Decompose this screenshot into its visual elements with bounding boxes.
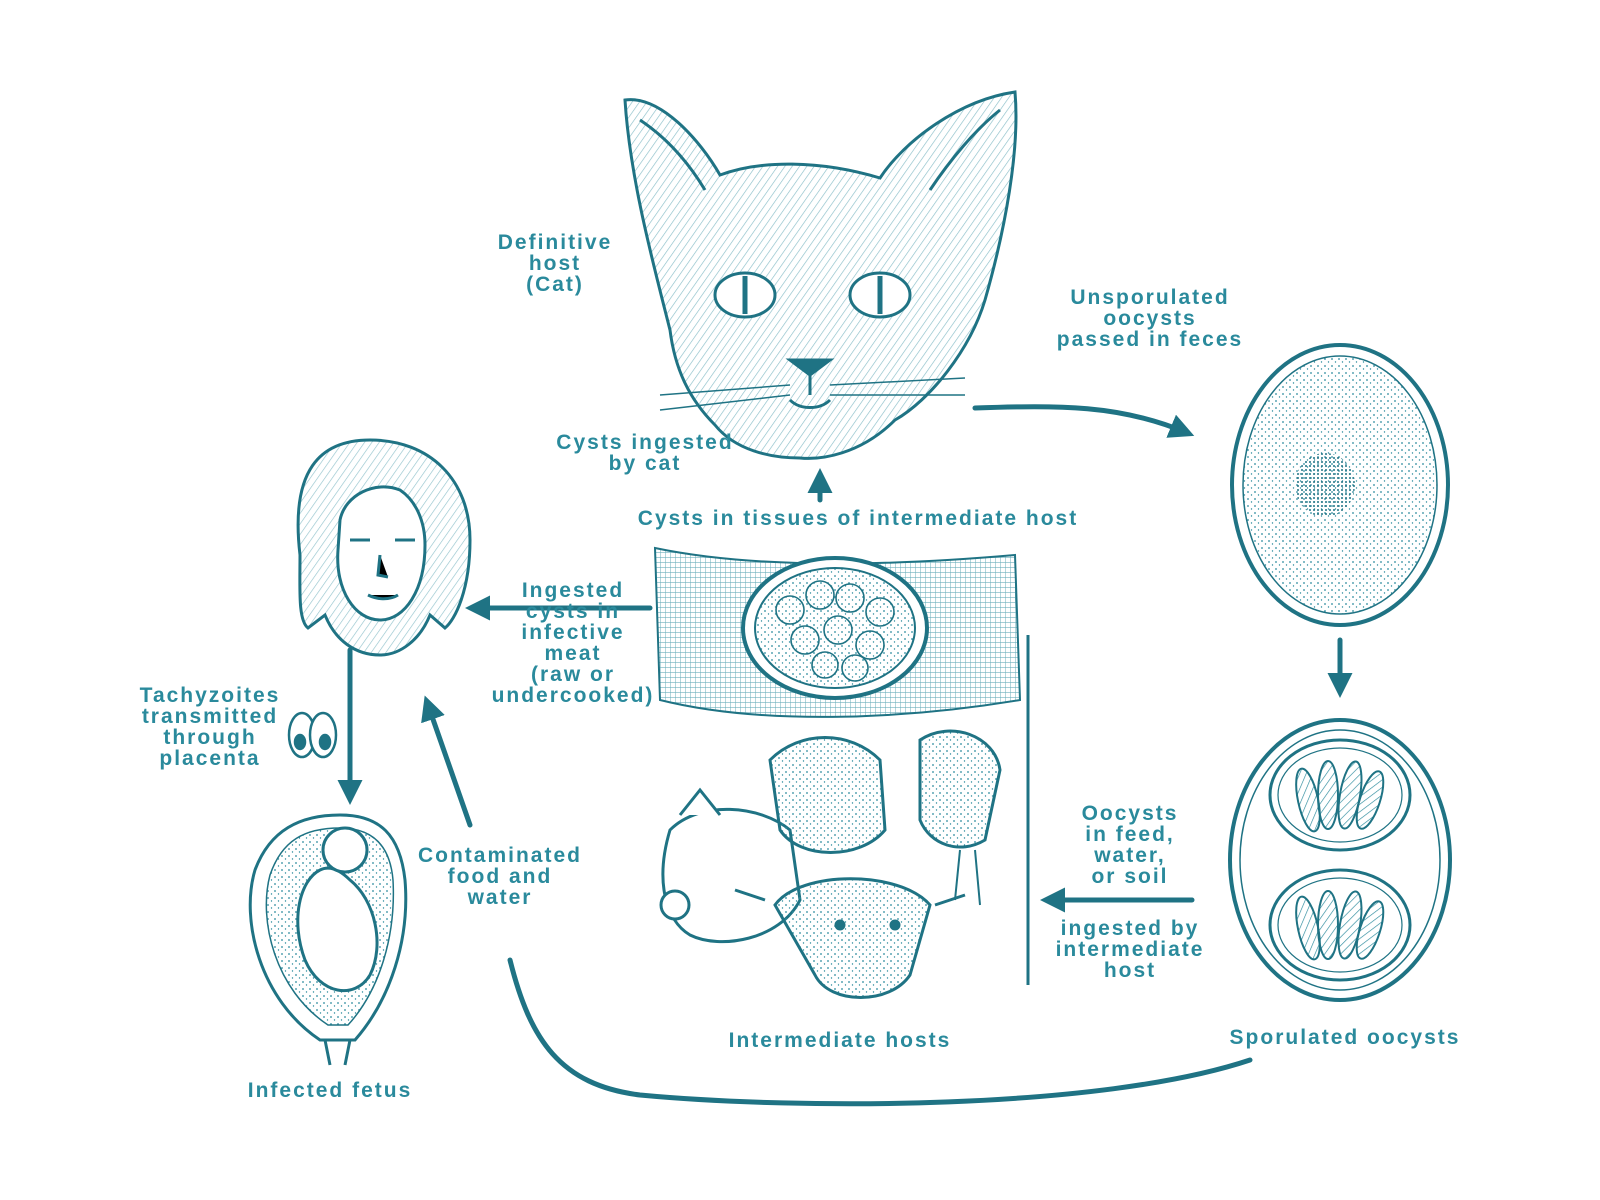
oocyst-to-human-arrow	[507, 957, 1253, 1107]
livestock-icon	[659, 729, 1002, 999]
woman-head-icon	[296, 438, 472, 657]
cat-to-oocyst-arrow	[972, 404, 1195, 438]
contaminated-to-human-arrow	[421, 695, 473, 828]
intermediate-hosts-label: Intermediate hosts	[728, 1029, 952, 1052]
infected-fetus-label: Infected fetus	[247, 1079, 413, 1102]
sporulated-oocyst-icon	[1228, 718, 1452, 1002]
unsporulated-oocyst-icon	[1230, 343, 1450, 627]
sporulated-oocysts-label: Sporulated oocysts	[1229, 1026, 1461, 1049]
tachyzoite-icon	[287, 711, 338, 759]
tissue-cyst-icon	[653, 546, 1022, 718]
cat-head-icon	[623, 90, 1018, 460]
fetus-icon	[248, 813, 408, 1066]
cysts-in-tissues-label: Cysts in tissues of intermediate host	[637, 507, 1079, 530]
